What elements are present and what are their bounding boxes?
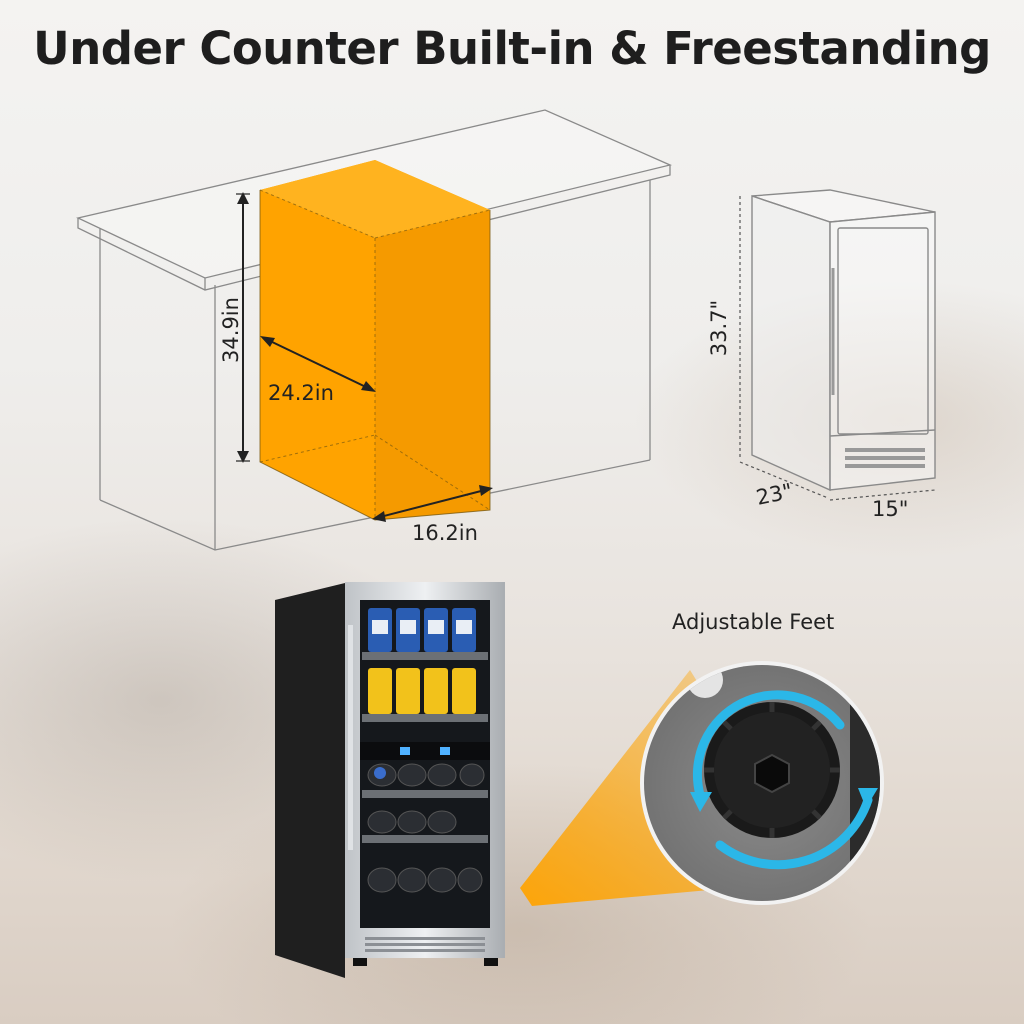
foot-knob [704,702,840,838]
freestanding-height-label: 33.7" [707,300,731,356]
builtin-depth-label: 24.2in [268,381,334,405]
builtin-width-dimension [372,485,493,522]
page-title: Under Counter Built-in & Freestanding [33,22,991,75]
rotation-arrows [692,690,873,870]
builtin-height-dimension [236,192,250,463]
vent-grille [845,448,925,468]
cutout-box [259,160,491,521]
builtin-depth-dimension [260,336,376,392]
builtin-height-label: 34.9in [219,297,243,363]
adjustable-feet-label: Adjustable Feet [672,610,835,634]
freestanding-width-label: 15" [872,497,908,521]
builtin-width-label: 16.2in [412,521,478,545]
